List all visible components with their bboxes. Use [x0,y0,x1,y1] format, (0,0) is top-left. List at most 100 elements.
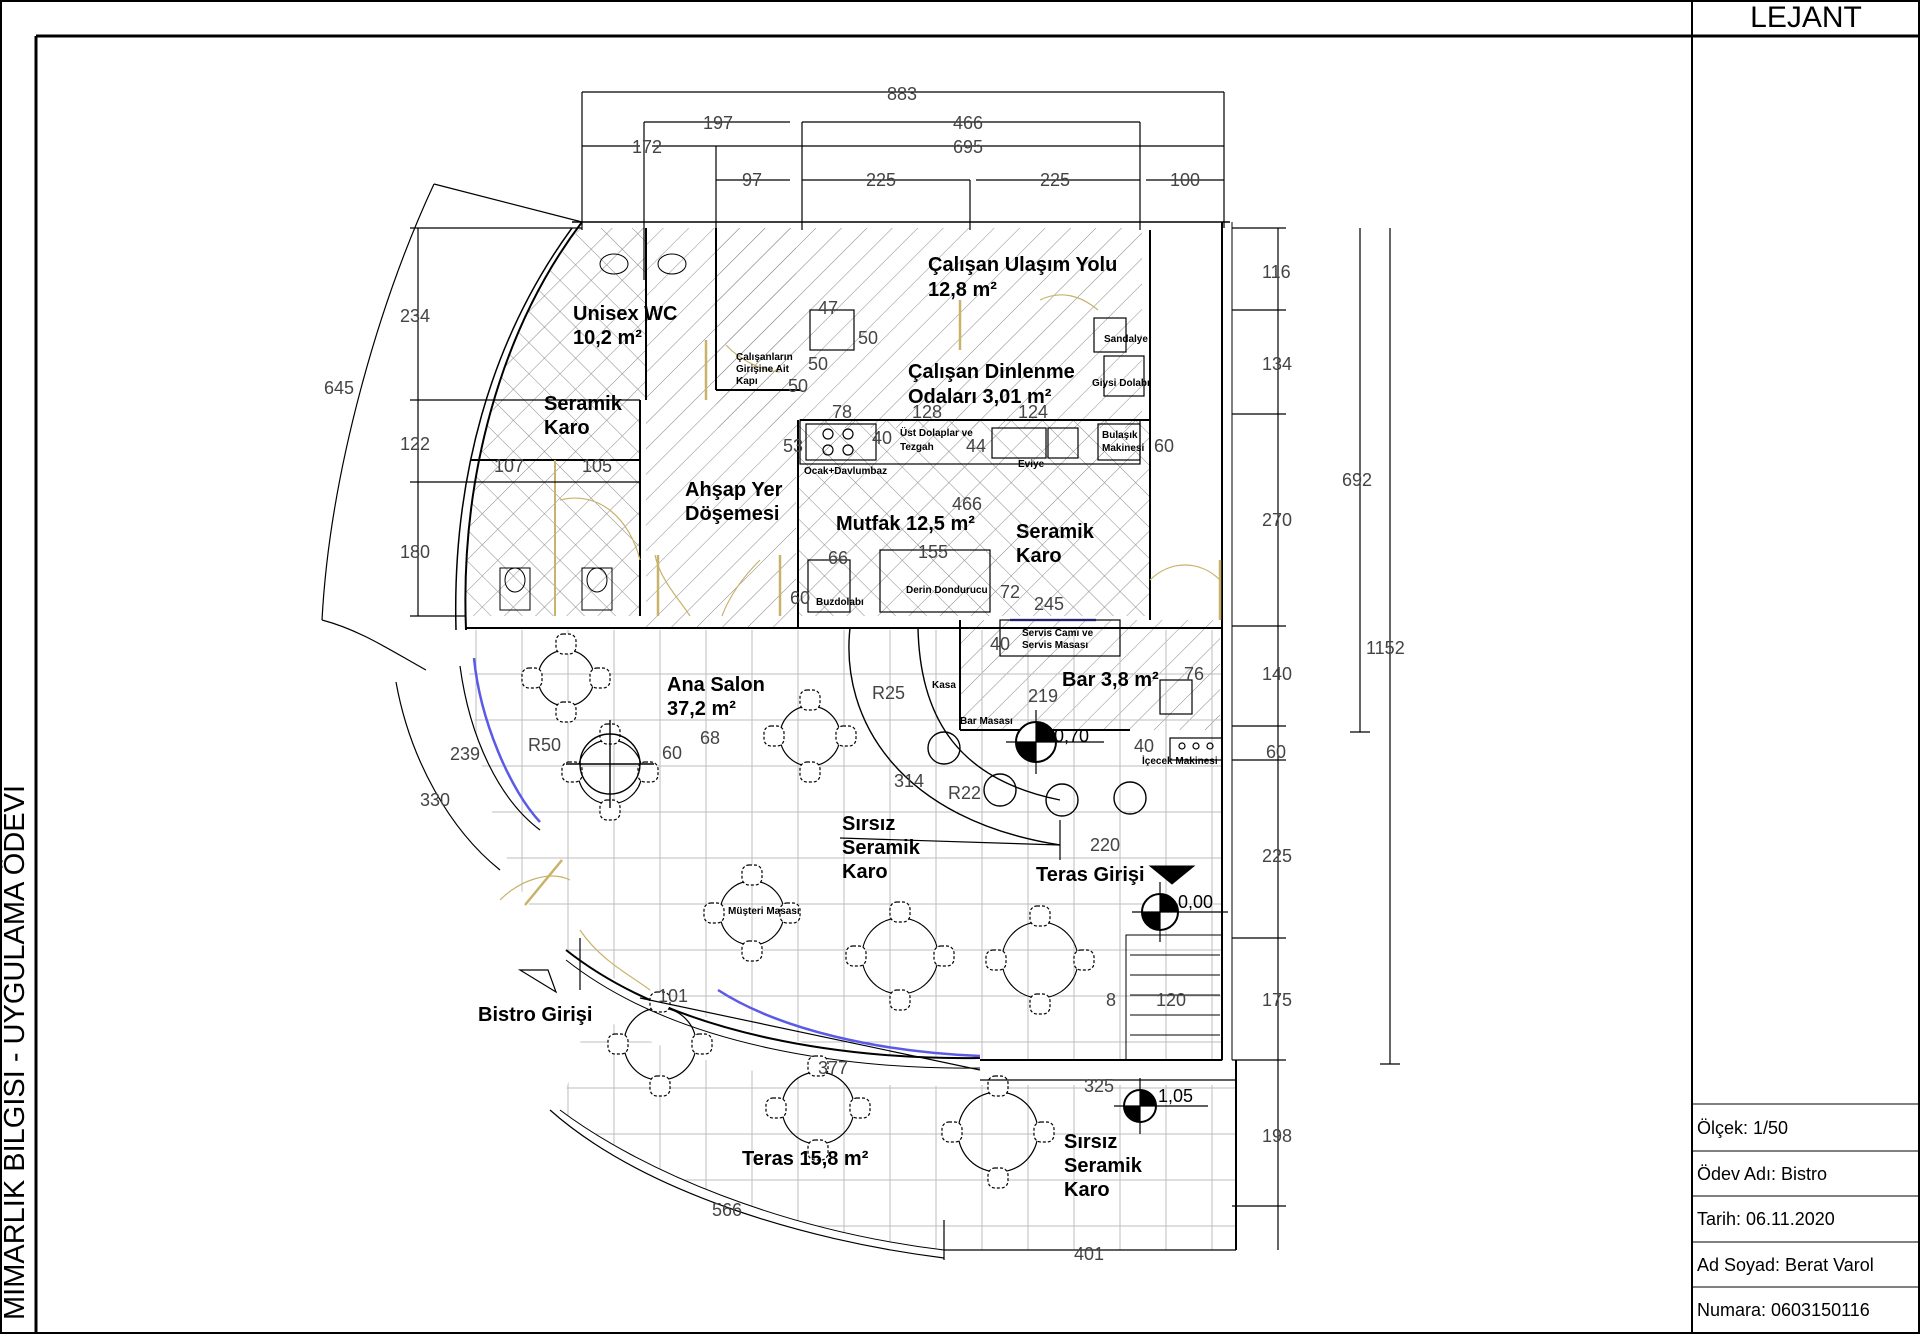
dim-101: 101 [658,986,688,1006]
dim-234: 234 [400,306,430,326]
dim-60-b: 60 [790,588,810,608]
dim-100: 100 [1170,170,1200,190]
floor-finishes [465,228,1236,1250]
dim-R25: R25 [872,683,905,703]
chair [703,902,725,924]
chair [987,1167,1009,1189]
chair [691,1033,713,1055]
room-labels: Unisex WC 10,2 m² Seramik Karo Çalışan U… [478,254,1159,1201]
wood-floor-hatch [646,228,796,628]
chair [933,945,955,967]
bar-counter [848,627,1147,846]
wc-fixtures [499,253,687,616]
dim-883: 883 [887,84,917,104]
entry-level-label: 0,00 [1178,892,1213,912]
terrace-entry-arrow-icon [1148,865,1196,885]
dim-76: 76 [1184,664,1204,684]
chair [985,949,1007,971]
dim-239: 239 [450,744,480,764]
dim-225-c: 225 [1262,846,1292,866]
dim-466-top: 466 [953,113,983,133]
chair [835,725,857,747]
chair [849,1097,871,1119]
salon-area-label: 37,2 m² [667,698,736,720]
info-date: Tarih: 06.11.2020 [1697,1208,1835,1229]
unglazed-ceramic-label-2b: Seramik [1064,1155,1143,1177]
wardrobe-label: Giysi Dolabı [1092,378,1150,389]
info-name: Ad Soyad: Berat Varol [1697,1254,1874,1275]
bar-table-label: Bar Masası [960,716,1013,727]
dim-40-a: 40 [872,428,892,448]
dim-40-c: 40 [1134,736,1154,756]
dim-198: 198 [1262,1126,1292,1146]
dim-47: 47 [818,298,838,318]
salon-label: Ana Salon [667,674,765,696]
wc-area-label: 10,2 m² [573,327,642,349]
dim-128: 128 [912,402,942,422]
level-markers [517,710,1228,1134]
dim-60-c: 60 [1266,742,1286,762]
chair [741,940,763,962]
dim-197: 197 [703,113,733,133]
wood-floor-label: Ahşap Yer [685,479,783,501]
dim-225-a: 225 [866,170,896,190]
dim-566: 566 [712,1200,742,1220]
dim-122: 122 [400,434,430,454]
chair [555,633,577,655]
chair [799,761,821,783]
corridor-label: Çalışan Ulaşım Yolu [928,254,1117,276]
service-window-label-2: Servis Masası [1022,640,1088,651]
dim-219: 219 [1028,686,1058,706]
dim-8: 8 [1106,990,1116,1010]
chair [649,1075,671,1097]
dim-330: 330 [420,790,450,810]
dim-97: 97 [742,170,762,190]
chair [555,701,577,723]
chair-label: Sandalye [1104,334,1148,345]
chair [637,761,659,783]
dim-466-mid: 466 [952,494,982,514]
kitchen-ceramic-hatch [798,420,1150,616]
chair [889,989,911,1011]
dim-44: 44 [966,436,986,456]
dim-116: 116 [1262,262,1291,282]
employee-door-label: Çalışanların [736,352,793,363]
unglazed-ceramic-label-1c: Karo [842,861,888,883]
info-assignment: Ödev Adı: Bistro [1697,1163,1828,1184]
dim-60-a: 60 [1154,436,1174,456]
terrace-entry-label: Teras Girişi [1036,864,1145,886]
chair [941,1121,963,1143]
dim-78: 78 [832,402,852,422]
terrace-stairs [1125,934,1223,1061]
employee-door-label-3: Kapı [736,376,758,387]
chair [1073,949,1095,971]
kitchen-ceramic-label: Seramik [1016,521,1095,543]
dim-50-b: 50 [808,354,828,374]
dim-695: 695 [953,137,983,157]
chair [741,864,763,886]
dim-105: 105 [582,456,612,476]
info-number: Numara: 0603150116 [1697,1299,1870,1320]
dim-120: 120 [1156,990,1186,1010]
kitchen-equipment [799,309,1223,761]
dim-314: 314 [894,771,924,791]
employee-door-label-2: Girişine Ait [736,364,790,375]
side-title-text: MİMARLIK BİLGİSİ - UYGULAMA ÖDEVİ [0,784,31,1320]
chair [807,1055,829,1077]
wood-floor-label-2: Döşemesi [685,503,780,525]
unglazed-ceramic-label-2c: Karo [1064,1179,1110,1201]
dim-180: 180 [400,542,430,562]
rest-room-area-label: Odaları 3,01 m² [908,386,1052,408]
chair [765,1097,787,1119]
freezer-label: Derin Dondurucu [906,585,988,596]
wc-ceramic-hatch [465,228,646,616]
dishwasher-label-2: Makinesi [1102,443,1144,454]
chair [1029,905,1051,927]
kitchen-label: Mutfak 12,5 m² [836,513,975,535]
terrace-level-label: 1,05 [1158,1086,1193,1106]
dim-107: 107 [494,456,524,476]
dim-134: 134 [1262,354,1292,374]
dim-140: 140 [1262,664,1292,684]
